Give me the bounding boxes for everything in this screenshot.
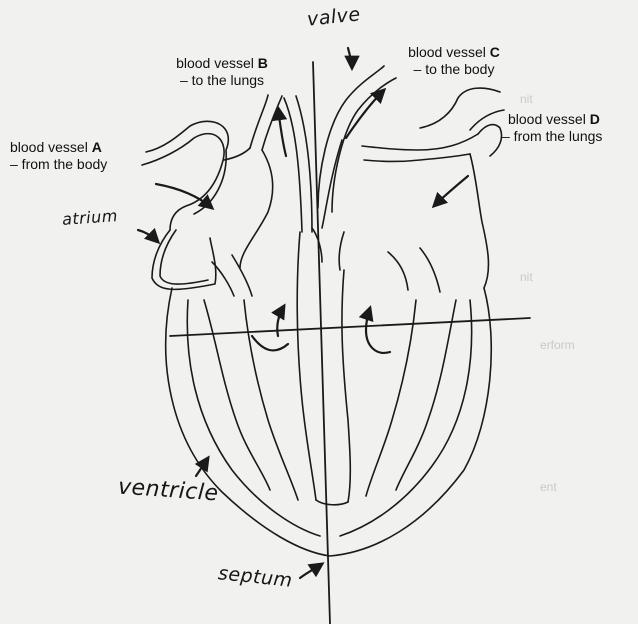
vessel-b-base bbox=[224, 148, 250, 160]
label-vessel-a-sub: – from the body bbox=[10, 156, 107, 172]
label-vessel-d-letter: D bbox=[590, 111, 600, 127]
ventricle-inner-right-3 bbox=[366, 300, 416, 496]
label-vessel-c-sub: – to the body bbox=[414, 61, 495, 77]
valve-flap-right bbox=[388, 252, 408, 290]
valve-flap-left bbox=[232, 255, 252, 296]
label-vessel-d-sub: – from the lungs bbox=[502, 128, 602, 144]
vessel-b-lower bbox=[240, 150, 273, 268]
label-vessel-a-prefix: blood vessel bbox=[10, 139, 92, 155]
label-vessel-a: blood vessel A – from the body bbox=[10, 139, 107, 173]
label-vessel-b-prefix: blood vessel bbox=[176, 55, 258, 71]
pointer-valve bbox=[348, 48, 352, 68]
arrow-right-ventricle bbox=[277, 306, 284, 336]
label-vessel-b-letter: B bbox=[258, 55, 268, 71]
left-atrium-wall-2 bbox=[364, 154, 470, 162]
vessel-c-outer bbox=[318, 66, 384, 208]
label-vessel-c-letter: C bbox=[490, 44, 500, 60]
septum-wall-left bbox=[297, 232, 316, 500]
valve-flap-center-2 bbox=[339, 232, 344, 270]
pointer-septum bbox=[300, 564, 322, 578]
label-vessel-d-prefix: blood vessel bbox=[508, 111, 590, 127]
label-vessel-d: blood vessel D – from the lungs bbox=[508, 111, 602, 145]
valve-flap-right-2 bbox=[420, 248, 440, 292]
label-vessel-a-letter: A bbox=[92, 139, 102, 155]
ventricle-inner-left-2 bbox=[204, 300, 270, 490]
arrow-vessel-d bbox=[434, 176, 468, 206]
left-atrium-wall bbox=[362, 134, 478, 150]
horizontal-line bbox=[170, 318, 530, 336]
arrow-left-ventricle bbox=[366, 308, 390, 353]
left-atrium-curl bbox=[478, 125, 502, 156]
right-atrium-inner bbox=[160, 230, 208, 284]
vessel-a bbox=[142, 134, 224, 230]
ventricle-inner-right bbox=[340, 300, 472, 536]
pointer-atrium bbox=[138, 230, 158, 242]
label-vessel-b: blood vessel B – to the lungs bbox=[152, 55, 292, 89]
septum-wall-right bbox=[342, 270, 350, 502]
arrow-vessel-c bbox=[346, 90, 384, 138]
vertical-line bbox=[313, 62, 330, 624]
septum-tip bbox=[316, 500, 348, 505]
arrow-vessel-b bbox=[278, 108, 286, 156]
label-vessel-b-sub: – to the lungs bbox=[180, 72, 264, 88]
ventricle-inner-right-2 bbox=[396, 300, 456, 490]
label-vessel-c: blood vessel C – to the body bbox=[384, 44, 524, 78]
vessel-c-inner bbox=[332, 78, 396, 212]
label-atrium: atrium bbox=[61, 206, 118, 229]
vessel-d bbox=[420, 88, 500, 128]
left-atrium-side bbox=[470, 154, 488, 288]
label-vessel-c-prefix: blood vessel bbox=[408, 44, 490, 60]
pulmonary-trunk-left bbox=[284, 98, 302, 232]
arrow-right-ventricle-curl bbox=[252, 336, 288, 350]
valve-flap-center bbox=[312, 228, 322, 262]
